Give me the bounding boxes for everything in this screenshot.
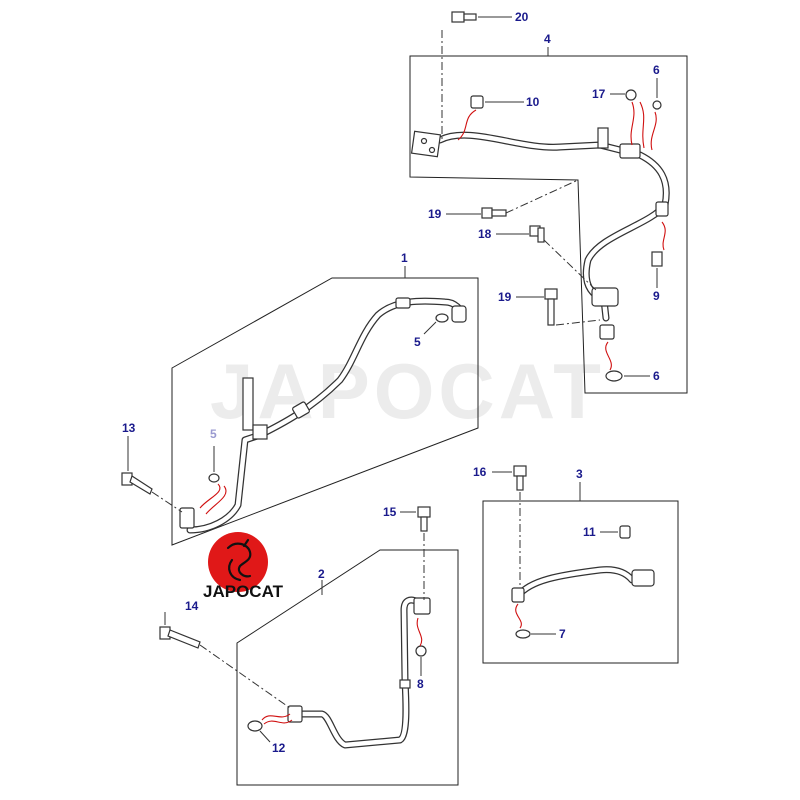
bolt-14-icon bbox=[159, 626, 201, 649]
bracket bbox=[242, 377, 254, 431]
flange-block bbox=[410, 130, 442, 158]
callout-11[interactable]: 11 bbox=[583, 525, 596, 539]
callout-15[interactable]: 15 bbox=[383, 505, 397, 519]
callout-18[interactable]: 18 bbox=[478, 227, 492, 241]
o-ring-5-icon bbox=[208, 473, 220, 483]
fitting bbox=[599, 324, 615, 340]
assembly-1-label[interactable]: 1 bbox=[401, 251, 408, 265]
fitting bbox=[179, 507, 195, 529]
bolt-15-icon bbox=[417, 506, 431, 532]
bolt-20-icon bbox=[451, 11, 477, 23]
callout-7[interactable]: 7 bbox=[559, 627, 566, 641]
logo-mark-icon bbox=[226, 538, 252, 582]
fitting bbox=[413, 597, 431, 615]
japocat-logo: JAPOCAT bbox=[203, 532, 284, 601]
valve-block bbox=[591, 287, 619, 307]
callout-12[interactable]: 12 bbox=[272, 741, 286, 755]
logo-badge bbox=[208, 532, 268, 592]
bolt-18-icon bbox=[529, 225, 545, 243]
o-ring-12-icon bbox=[247, 720, 263, 732]
coupling bbox=[292, 401, 310, 419]
assembly-2-group: 2 8 12 bbox=[236, 549, 459, 786]
callout-17[interactable]: 17 bbox=[592, 87, 606, 101]
o-ring-7-icon bbox=[515, 629, 531, 639]
fitting bbox=[287, 705, 303, 723]
callout-5a[interactable]: 5 bbox=[414, 335, 421, 349]
bracket bbox=[252, 424, 268, 440]
sensor-9-icon bbox=[651, 251, 663, 267]
cap-10-icon bbox=[470, 95, 484, 109]
coupling bbox=[395, 297, 411, 309]
assembly-4-label[interactable]: 4 bbox=[544, 32, 551, 46]
o-ring-5-icon bbox=[435, 313, 449, 323]
o-ring-6-icon bbox=[652, 100, 662, 110]
bolt-16-icon bbox=[513, 465, 527, 491]
watermark-text: JAPOCAT bbox=[210, 347, 605, 435]
logo-text: JAPOCAT bbox=[203, 582, 284, 601]
connector bbox=[631, 569, 655, 587]
callout-6b[interactable]: 6 bbox=[653, 369, 660, 383]
callout-9[interactable]: 9 bbox=[653, 289, 660, 303]
assembly-1-group: 1 5 5 bbox=[171, 251, 479, 546]
assembly-2-frame bbox=[236, 549, 459, 786]
callout-8[interactable]: 8 bbox=[417, 677, 424, 691]
assembly-3-group: 3 11 7 bbox=[482, 467, 679, 664]
callout-5b[interactable]: 5 bbox=[210, 427, 217, 441]
fitting bbox=[451, 305, 467, 323]
callout-14[interactable]: 14 bbox=[185, 599, 199, 613]
callout-6a[interactable]: 6 bbox=[653, 63, 660, 77]
fitting bbox=[511, 587, 525, 603]
assembly-3-label[interactable]: 3 bbox=[576, 467, 583, 481]
bolt-13-icon bbox=[121, 472, 153, 495]
callout-20[interactable]: 20 bbox=[515, 10, 529, 24]
bracket bbox=[597, 127, 609, 149]
callout-16[interactable]: 16 bbox=[473, 465, 487, 479]
bolt-19-icon bbox=[544, 288, 558, 326]
callout-19a[interactable]: 19 bbox=[428, 207, 442, 221]
o-ring-6-icon bbox=[605, 370, 623, 382]
o-ring-8-icon bbox=[415, 645, 427, 657]
callout-10[interactable]: 10 bbox=[526, 95, 540, 109]
o-ring-17-icon bbox=[625, 89, 637, 101]
bolt-19-icon bbox=[481, 207, 507, 219]
cap-11-icon bbox=[619, 525, 631, 539]
callout-19b[interactable]: 19 bbox=[498, 290, 512, 304]
coupling bbox=[399, 679, 411, 689]
callout-13[interactable]: 13 bbox=[122, 421, 136, 435]
assembly-4-group: 4 20 10 17 6 bbox=[409, 10, 688, 394]
assembly-2-label[interactable]: 2 bbox=[318, 567, 325, 581]
connector bbox=[619, 143, 641, 159]
assembly-4-frame bbox=[409, 55, 688, 394]
assembly-1-frame bbox=[171, 277, 479, 546]
connector bbox=[655, 201, 669, 217]
